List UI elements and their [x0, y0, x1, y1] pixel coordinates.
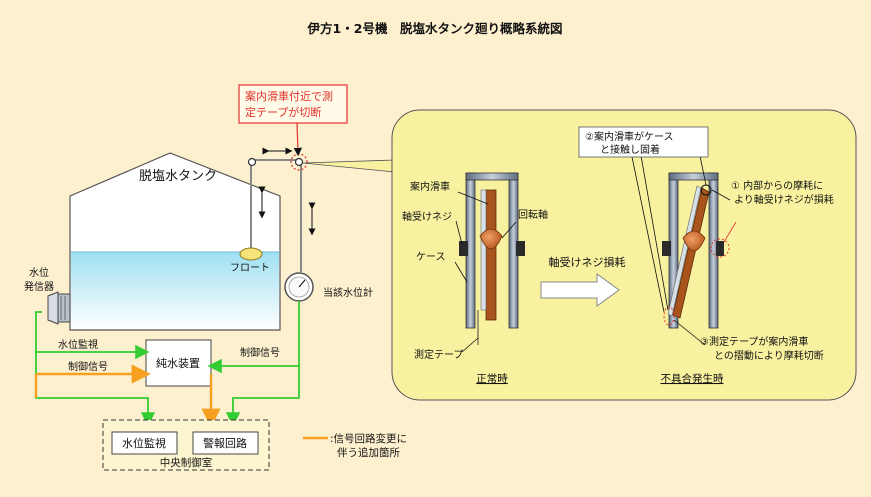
- control-room-alarm-circuit-label: 警報回路: [203, 436, 247, 450]
- fault-tape: [667, 185, 702, 317]
- diagram-title: 伊方1・2号機 脱塩水タンク廻り概略系統図: [307, 21, 563, 36]
- float: [239, 247, 263, 261]
- break-callout: 案内滑車付近で測 定テープが切断: [238, 84, 348, 157]
- normal-tape-label: 測定テープ: [414, 348, 463, 361]
- gauge-needle: [298, 279, 306, 288]
- transition-arrow: 軸受けネジ損耗: [540, 255, 626, 307]
- fault-note3-line2: との摺動により摩耗切断: [714, 349, 824, 362]
- transmitter-label-2: 発信器: [24, 280, 54, 293]
- control-room-level-monitor-label: 水位監視: [122, 436, 166, 450]
- fault-note-2: ②案内滑車がケース と接触し固着: [578, 126, 709, 158]
- normal-tape: [480, 189, 487, 311]
- control-signal-right-label: 制御信号: [240, 346, 280, 359]
- callout-line2: 定テープが切断: [245, 105, 321, 119]
- fault-screw-wear-circle: [710, 238, 730, 258]
- control-signal-left-label: 制御信号: [68, 360, 108, 373]
- normal-bearing-screw-right: [516, 241, 525, 256]
- demineralized-water-tank: 脱塩水タンク: [69, 152, 281, 331]
- gauge-label: 当該水位計: [323, 286, 373, 299]
- legend: :信号回路変更に 伴う追加箇所: [303, 432, 407, 459]
- control-room-alarm-circuit: [192, 431, 259, 455]
- normal-pulley-label: 案内滑車: [410, 180, 450, 193]
- legend-line2: 伴う追加箇所: [337, 446, 400, 459]
- fault-note3-line1: ③測定テープが案内滑車: [700, 335, 808, 348]
- legend-line1: :信号回路変更に: [330, 432, 407, 445]
- normal-case-label: ケース: [416, 251, 446, 263]
- transmitter-label-1: 水位: [29, 266, 49, 279]
- fault-bearing-screw-right: [716, 241, 724, 256]
- normal-caption: 正常時: [476, 372, 508, 385]
- tank-pulley-right: [294, 157, 304, 167]
- fault-note1-line2: より軸受けネジが損耗: [734, 193, 834, 206]
- level-transmitter: 水位 発信器: [24, 266, 71, 325]
- tank-pulley-left: [247, 157, 257, 167]
- normal-pulley: [485, 189, 497, 321]
- fault-bearing-screw-left: [662, 241, 671, 256]
- water-body: [71, 252, 279, 329]
- normal-bearing-screw-left: [459, 241, 468, 256]
- control-room-label: 中央制御室: [160, 456, 213, 469]
- level-monitor-signal-label: 水位監視: [58, 338, 98, 351]
- fault-tape-cut-circle: [663, 306, 675, 326]
- fault-pulley-assembly: [630, 149, 737, 346]
- control-room-level-monitor: [111, 431, 178, 455]
- level-gauge: 当該水位計: [284, 272, 373, 302]
- tank-label: 脱塩水タンク: [139, 169, 217, 184]
- float-label: フロート: [230, 263, 270, 274]
- callout-line1: 案内滑車付近で測: [245, 89, 333, 103]
- detail-panel: [302, 109, 857, 401]
- fault-note-3: ③測定テープが案内滑車 との摺動により摩耗切断: [700, 335, 824, 362]
- normal-pulley-assembly: 案内滑車 軸受けネジ ケース 回転軸 測定テープ 正常時: [402, 172, 548, 385]
- normal-bearing-screw-label: 軸受けネジ: [402, 210, 452, 223]
- pure-water-unit-label: 純水装置: [156, 357, 200, 370]
- orange-signal-lines: [34, 364, 221, 428]
- fault-note2-line1: ②案内滑車がケース: [585, 130, 673, 143]
- pure-water-unit: 純水装置: [145, 339, 212, 387]
- fault-note2-line2: と接触し固着: [600, 143, 660, 156]
- fault-pulley-tilted: [672, 187, 710, 319]
- fault-caption: 不具合発生時: [661, 372, 724, 385]
- normal-axis-label: 回転軸: [518, 208, 548, 221]
- transition-arrow-label: 軸受けネジ損耗: [549, 255, 626, 269]
- fault-note-1: ① 内部からの摩耗に より軸受けネジが損耗: [731, 179, 834, 206]
- central-control-room: 水位監視 警報回路 中央制御室: [102, 419, 270, 471]
- fault-note1-line1: ① 内部からの摩耗に: [731, 179, 823, 192]
